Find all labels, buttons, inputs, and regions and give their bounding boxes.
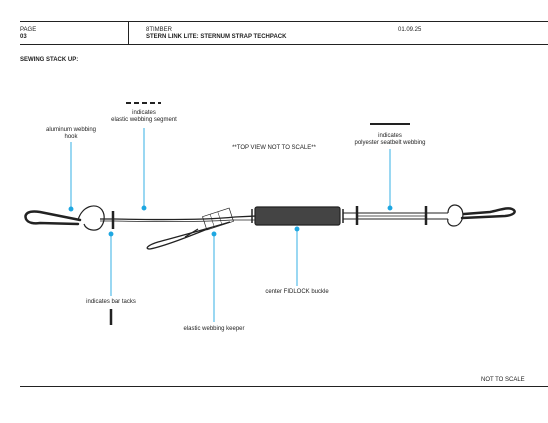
right-loop: [447, 204, 464, 227]
brand-name: 8TIMBER: [146, 27, 173, 33]
section-title: SEWING STACK UP:: [20, 57, 79, 63]
right-hook-shape: [460, 207, 516, 220]
label-bar-tacks: indicates bar tacks: [86, 299, 136, 305]
elastic-tail: [146, 221, 231, 250]
callout-elastic-dot: [141, 205, 147, 211]
callout-seatbelt-dot: [387, 205, 393, 211]
callout-hook-dot: [68, 206, 74, 212]
document-date: 01.09.25: [398, 27, 422, 33]
header-top-rule: [20, 21, 548, 22]
footer-rule: [20, 386, 548, 387]
label-keeper: elastic webbing keeper: [183, 326, 245, 332]
document-title: STERN LINK LITE: STERNUM STRAP TECHPACK: [146, 34, 287, 40]
elastic-tail-tip: [184, 228, 199, 238]
main-webbing-lower: [100, 219, 256, 223]
fidlock-buckle: [254, 206, 341, 226]
main-webbing: [100, 215, 257, 221]
page-number: 03: [20, 34, 27, 40]
header-bottom-rule: [20, 44, 548, 45]
header-divider: [128, 21, 129, 44]
top-view-note: **TOP VIEW NOT TO SCALE**: [232, 145, 316, 151]
callout-bartack-dot: [108, 231, 114, 237]
elastic-keeper: [202, 207, 234, 231]
left-loop: [77, 205, 105, 231]
footer-note: NOT TO SCALE: [481, 377, 525, 383]
callout-buckle-dot: [294, 226, 300, 232]
page-label: PAGE: [20, 27, 37, 33]
label-buckle: center FIDLOCK buckle: [265, 289, 329, 295]
left-hook-shape: [24, 210, 82, 226]
callout-keeper-dot: [211, 231, 217, 237]
